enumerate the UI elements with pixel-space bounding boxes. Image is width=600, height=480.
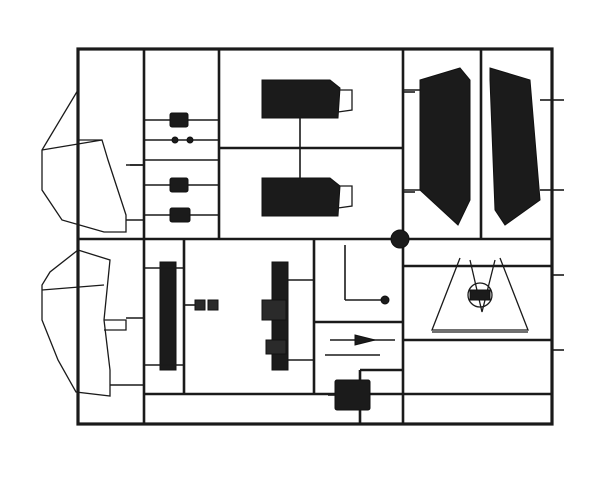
small-part-3 bbox=[144, 159, 219, 193]
left-body-panel-upper bbox=[41, 89, 144, 233]
triangular-frame-part bbox=[431, 257, 529, 341]
outer-frame bbox=[76, 47, 554, 426]
seat-lower bbox=[261, 148, 353, 217]
dashboard-part bbox=[261, 261, 314, 371]
runner-stubs bbox=[130, 91, 564, 351]
left-body-panel-lower bbox=[41, 249, 144, 397]
door-panel-right bbox=[489, 67, 552, 226]
small-part-2 bbox=[144, 136, 219, 144]
small-part-1 bbox=[144, 112, 219, 128]
door-panel-left bbox=[403, 67, 471, 226]
sprue-frame bbox=[76, 47, 554, 426]
small-bracket bbox=[184, 299, 219, 311]
long-rod-part bbox=[144, 261, 184, 371]
gear-part bbox=[390, 229, 493, 308]
antenna-part-1 bbox=[344, 245, 390, 305]
small-part-4 bbox=[144, 207, 219, 223]
small-block-part bbox=[328, 379, 371, 411]
seat-upper bbox=[261, 79, 353, 148]
antenna-part-2 bbox=[325, 334, 395, 356]
